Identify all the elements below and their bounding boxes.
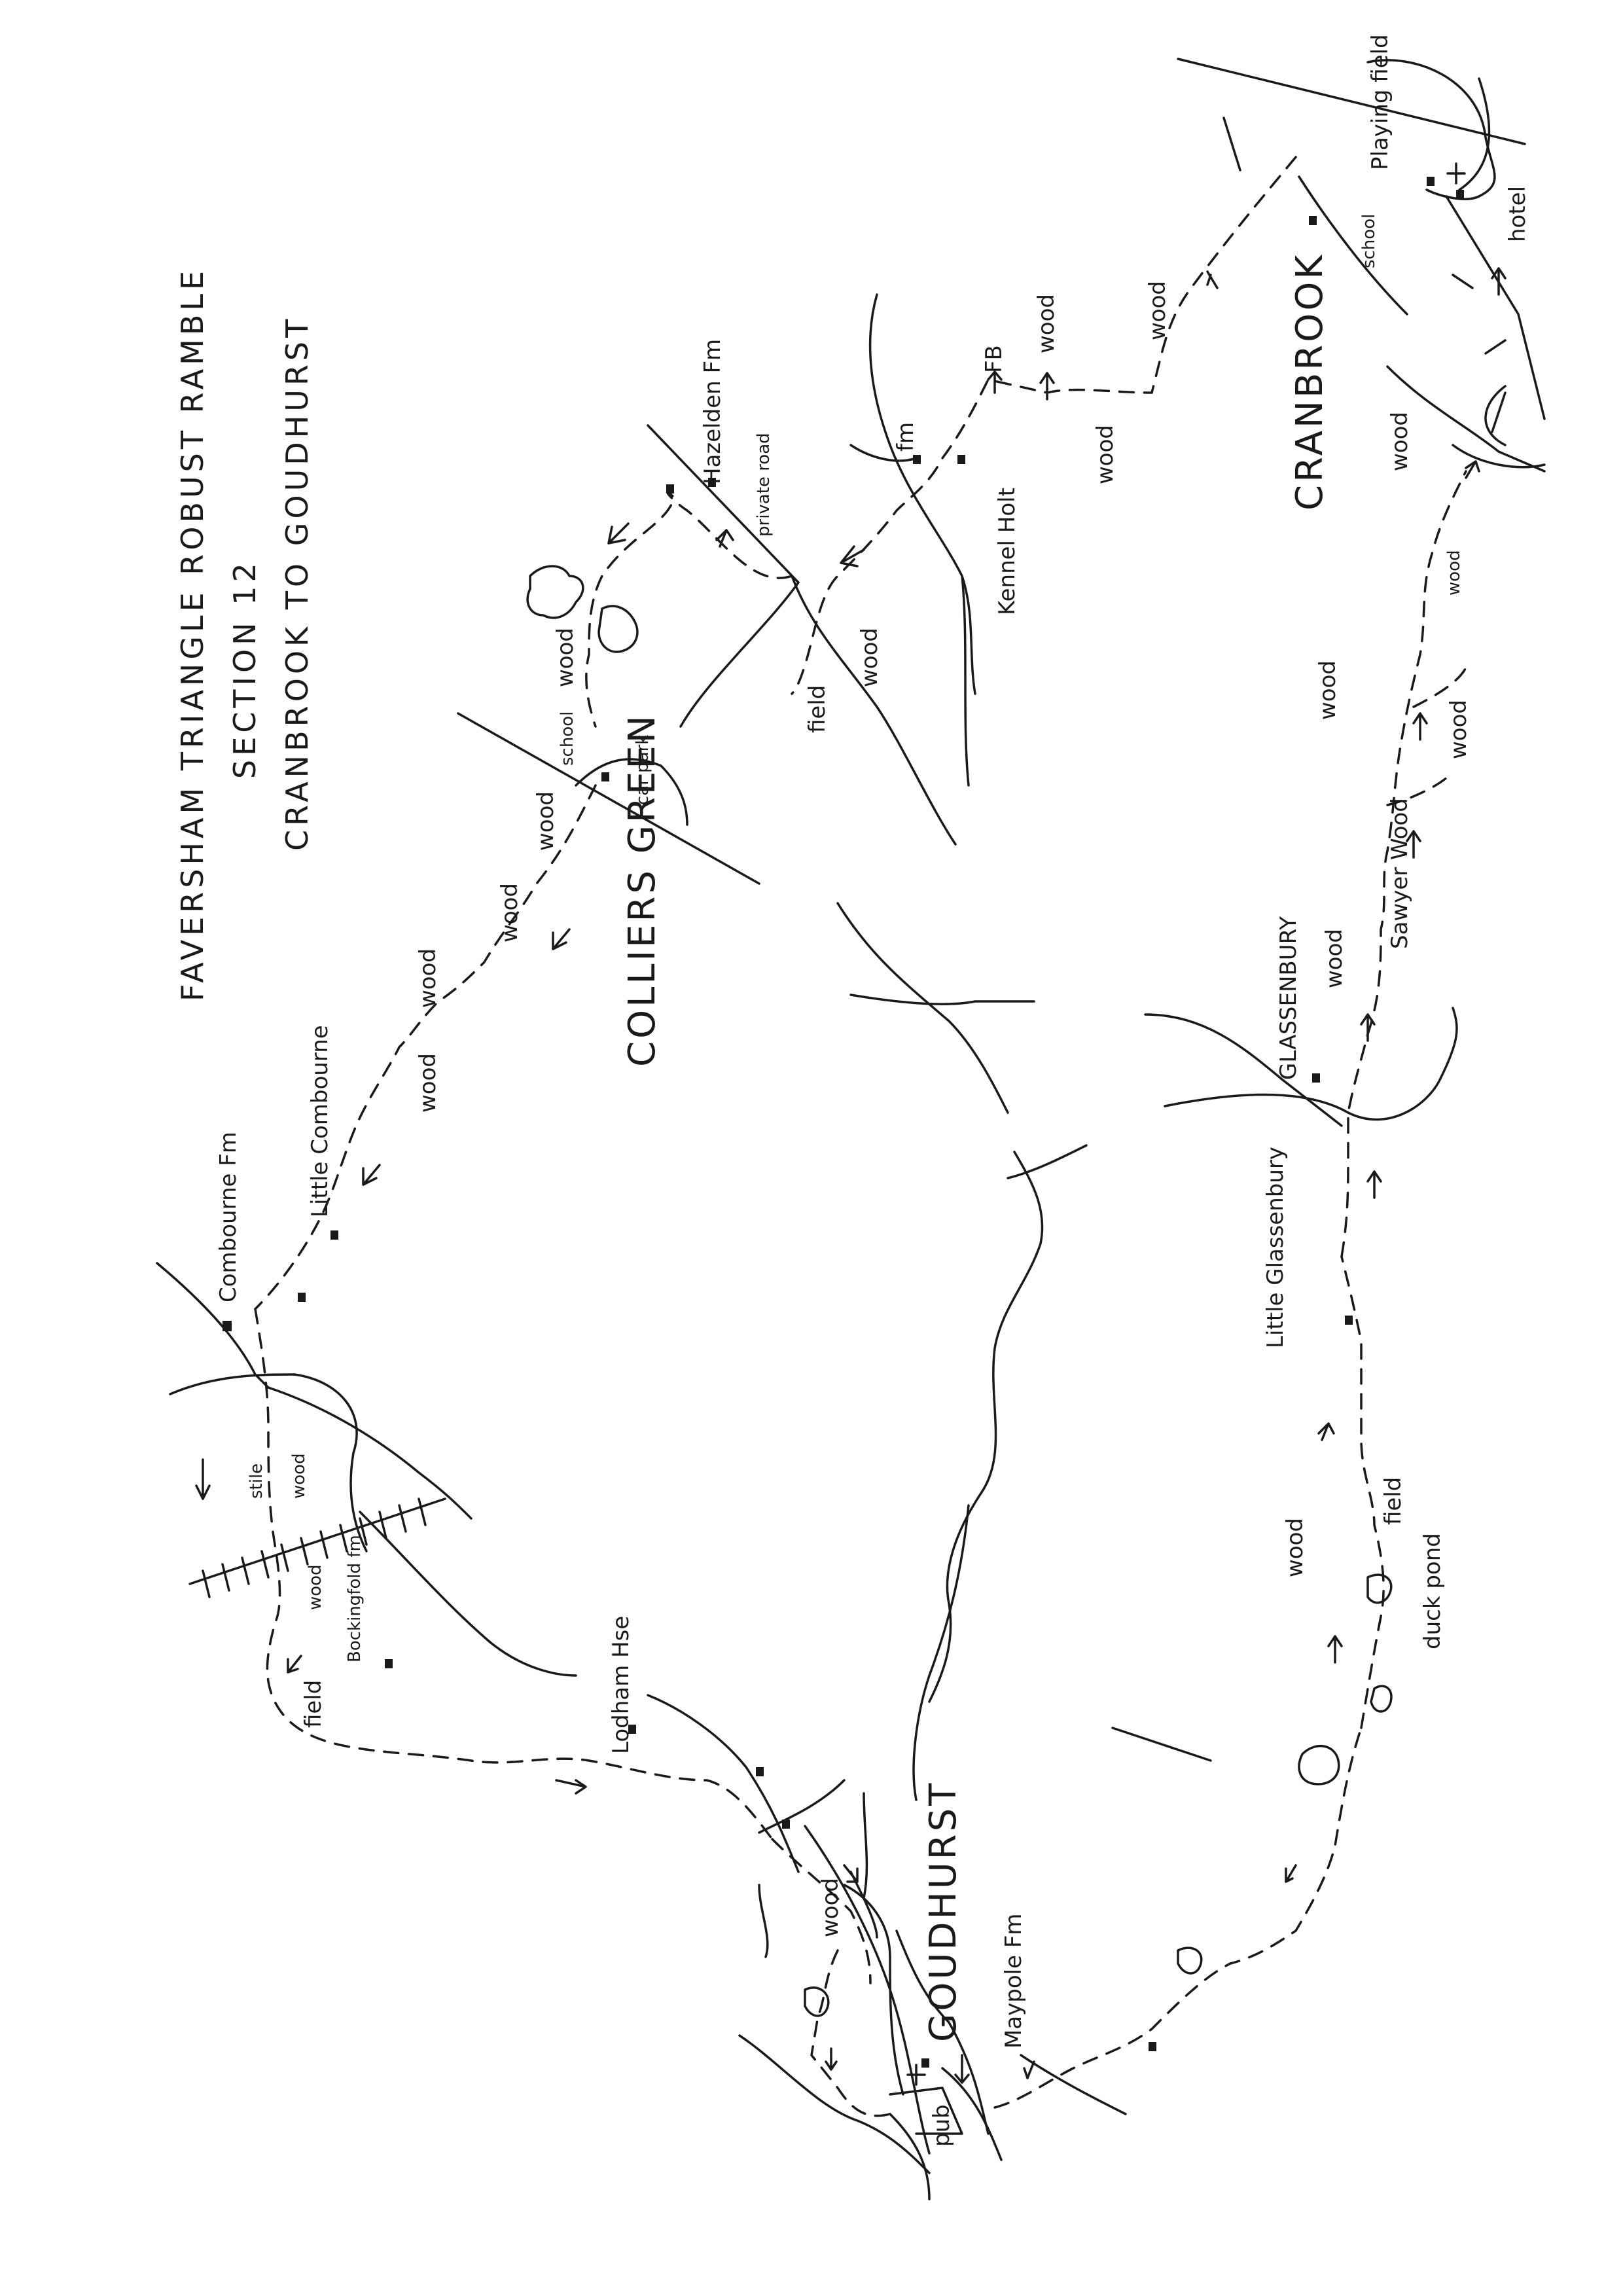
label-playing-field: Playing field <box>1367 34 1393 170</box>
label-maypole: Maypole Fm <box>1001 1913 1027 2049</box>
label-wood: wood <box>306 1564 325 1610</box>
label-wood: wood <box>1033 294 1060 353</box>
building-icon <box>756 1767 764 1776</box>
label-little-combourne: Little Combourne <box>307 1025 333 1217</box>
building-icon <box>708 478 716 487</box>
place-goudhurst: GOUDHURST <box>922 1781 965 2042</box>
buildings <box>223 177 1464 2068</box>
building-icon <box>1456 190 1464 199</box>
label-wood: wood <box>1315 660 1341 720</box>
place-names: CRANBROOK COLLIERS GREEN GOUDHURST GLASS… <box>621 253 1331 2042</box>
label-wood: wood <box>497 883 523 942</box>
building-icon <box>666 484 674 493</box>
label-wood: wood <box>1321 929 1347 988</box>
label-field: field <box>300 1680 327 1728</box>
label-wood: wood <box>1444 550 1464 596</box>
title-line-2: SECTION 12 <box>227 559 262 779</box>
label-kennel-holt: Kennel Holt <box>994 488 1020 615</box>
label-wood: wood <box>533 791 559 851</box>
label-duck-pond: duck pond <box>1419 1533 1446 1649</box>
label-wood: wood <box>817 1878 844 1937</box>
label-hotel: hotel <box>1505 186 1531 242</box>
railway-line <box>188 1498 446 1598</box>
title-line-1: FAVERSHAM TRIANGLE ROBUST RAMBLE <box>175 267 210 1001</box>
label-wood: wood <box>1145 281 1171 340</box>
label-pub: pub <box>929 2104 955 2147</box>
label-sawyer-wood: Sawyer Wood <box>1387 798 1413 949</box>
label-wood: wood <box>1387 412 1413 471</box>
label-school: school <box>558 711 577 766</box>
label-fm: fm <box>893 422 919 452</box>
direction-arrows <box>195 267 1507 2084</box>
building-icon <box>913 455 921 464</box>
building-icon <box>223 1321 232 1331</box>
map-title: FAVERSHAM TRIANGLE ROBUST RAMBLE SECTION… <box>175 267 315 1001</box>
label-private-road: private road <box>754 433 774 537</box>
label-lodham: Lodham Hse <box>608 1616 634 1754</box>
building-icon <box>385 1659 393 1668</box>
building-icon <box>921 2058 929 2068</box>
building-icon <box>1427 177 1435 186</box>
label-wood: wood <box>1282 1518 1308 1577</box>
label-wood: wood <box>289 1453 309 1499</box>
label-bockingfold: Bockingfold fm <box>345 1535 365 1662</box>
building-icon <box>1345 1316 1353 1325</box>
label-field: field <box>1380 1477 1406 1525</box>
woods <box>526 565 1393 2017</box>
roads <box>156 58 1546 2200</box>
label-combourne-fm: Combourne Fm <box>215 1132 241 1302</box>
label-fb: FB <box>981 345 1007 373</box>
building-icon <box>957 455 965 464</box>
building-icon <box>298 1293 306 1302</box>
place-glassenbury: GLASSENBURY <box>1275 916 1302 1080</box>
label-wood: wood <box>857 628 883 687</box>
title-line-3: CRANBROOK TO GOUDHURST <box>279 315 315 851</box>
building-icon <box>330 1230 338 1240</box>
label-wood: wood <box>552 628 579 687</box>
label-car-park: car park <box>633 735 652 805</box>
route-path <box>254 156 1467 2117</box>
church-icon <box>1446 162 1466 185</box>
label-hazelden: Hazelden Fm <box>700 339 726 484</box>
label-wood: wood <box>1446 700 1472 759</box>
label-stile: stile <box>247 1463 266 1499</box>
building-icon <box>628 1725 636 1734</box>
building-icon <box>782 1820 790 1829</box>
church-icon <box>906 2064 926 2086</box>
map-labels: Hazelden Fm private road fm FB wood wood… <box>215 34 1531 2147</box>
building-icon <box>1149 2042 1156 2051</box>
place-colliers-green: COLLIERS GREEN <box>621 713 664 1067</box>
place-cranbrook: CRANBROOK <box>1289 253 1331 511</box>
building-icon <box>601 772 609 781</box>
building-icon <box>1312 1073 1320 1083</box>
label-wood: wood <box>415 1053 441 1113</box>
label-wood: wood <box>415 948 441 1008</box>
building-icon <box>1309 216 1317 225</box>
label-wood: wood <box>1092 425 1118 484</box>
label-school: school <box>1359 214 1379 268</box>
label-little-glassenbury: Little Glassenbury <box>1262 1147 1289 1348</box>
label-field: field <box>804 685 830 733</box>
